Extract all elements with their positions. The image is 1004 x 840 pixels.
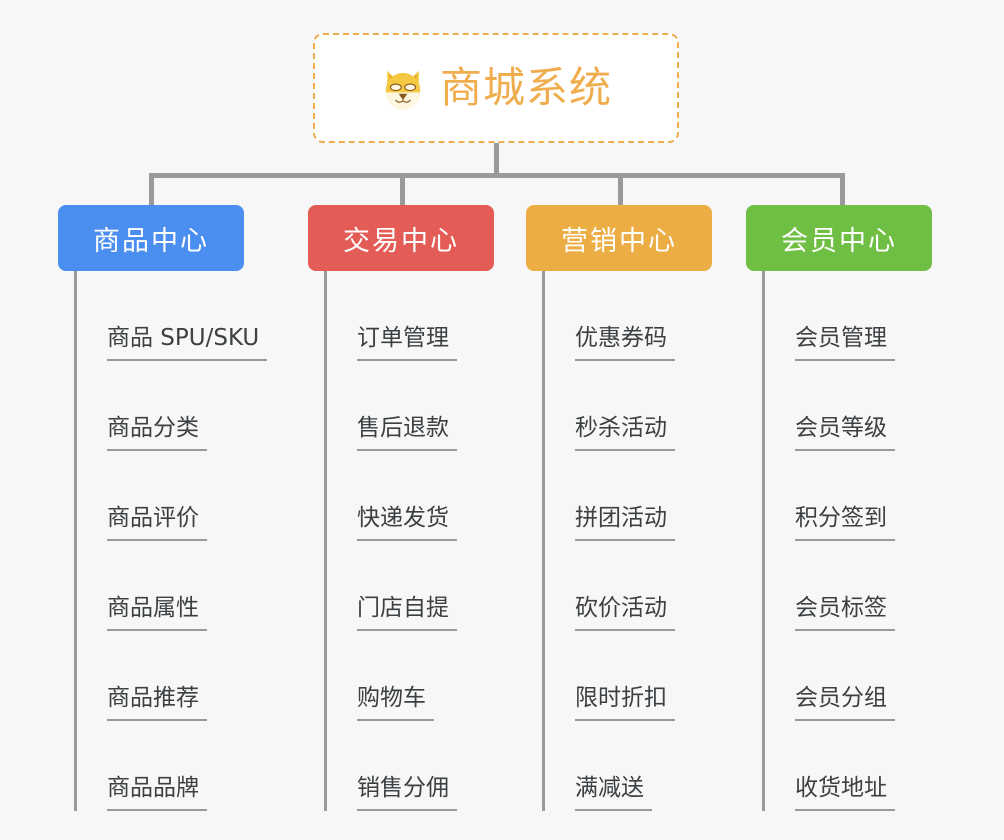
list-item-label: 拼团活动: [575, 504, 675, 541]
list-item[interactable]: 商品分类: [77, 361, 244, 451]
category-column-product: 商品中心 商品 SPU/SKU 商品分类 商品评价 商品属性 商品推荐 商品品牌: [58, 205, 268, 811]
list-item[interactable]: 收货地址: [765, 721, 932, 811]
list-item[interactable]: 会员管理: [765, 271, 932, 361]
list-item[interactable]: 售后退款: [327, 361, 494, 451]
category-items-member: 会员管理 会员等级 积分签到 会员标签 会员分组 收货地址: [762, 271, 932, 811]
list-item-label: 会员分组: [795, 684, 895, 721]
list-item-label: 售后退款: [357, 414, 457, 451]
list-item-label: 商品分类: [107, 414, 207, 451]
list-item-label: 会员等级: [795, 414, 895, 451]
list-item-label: 快递发货: [357, 504, 457, 541]
list-item-label: 商品品牌: [107, 774, 207, 811]
shiba-dog-face-icon: [380, 65, 426, 111]
connector-drop-3: [618, 173, 623, 207]
list-item-label: 优惠券码: [575, 324, 675, 361]
connector-drop-1: [149, 173, 154, 207]
list-item[interactable]: 优惠券码: [545, 271, 712, 361]
list-item-label: 限时折扣: [575, 684, 675, 721]
root-node-shop-system[interactable]: 商城系统: [313, 33, 679, 143]
list-item-label: 秒杀活动: [575, 414, 675, 451]
connector-drop-4: [840, 173, 845, 207]
list-item-label: 销售分佣: [357, 774, 457, 811]
list-item[interactable]: 会员分组: [765, 631, 932, 721]
list-item[interactable]: 限时折扣: [545, 631, 712, 721]
list-item[interactable]: 门店自提: [327, 541, 494, 631]
connector-horizontal-bus: [149, 173, 845, 178]
category-header-trade[interactable]: 交易中心: [308, 205, 494, 271]
connector-root-stem: [494, 143, 499, 177]
list-item[interactable]: 秒杀活动: [545, 361, 712, 451]
list-item-label: 订单管理: [357, 324, 457, 361]
category-column-trade: 交易中心 订单管理 售后退款 快递发货 门店自提 购物车 销售分佣: [308, 205, 494, 811]
list-item[interactable]: 拼团活动: [545, 451, 712, 541]
list-item[interactable]: 快递发货: [327, 451, 494, 541]
list-item[interactable]: 满减送: [545, 721, 712, 811]
list-item-label: 会员标签: [795, 594, 895, 631]
list-item-label: 收货地址: [795, 774, 895, 811]
category-items-trade: 订单管理 售后退款 快递发货 门店自提 购物车 销售分佣: [324, 271, 494, 811]
category-items-product: 商品 SPU/SKU 商品分类 商品评价 商品属性 商品推荐 商品品牌: [74, 271, 268, 811]
list-item[interactable]: 商品 SPU/SKU: [77, 271, 268, 361]
list-item[interactable]: 商品属性: [77, 541, 244, 631]
list-item-label: 会员管理: [795, 324, 895, 361]
list-item[interactable]: 商品推荐: [77, 631, 244, 721]
list-item[interactable]: 会员等级: [765, 361, 932, 451]
list-item-label: 门店自提: [357, 594, 457, 631]
connector-drop-2: [400, 173, 405, 207]
list-item[interactable]: 会员标签: [765, 541, 932, 631]
list-item-label: 积分签到: [795, 504, 895, 541]
list-item-label: 商品评价: [107, 504, 207, 541]
category-column-marketing: 营销中心 优惠券码 秒杀活动 拼团活动 砍价活动 限时折扣 满减送: [526, 205, 712, 811]
list-item[interactable]: 商品品牌: [77, 721, 244, 811]
category-items-marketing: 优惠券码 秒杀活动 拼团活动 砍价活动 限时折扣 满减送: [542, 271, 712, 811]
category-header-product[interactable]: 商品中心: [58, 205, 244, 271]
list-item[interactable]: 砍价活动: [545, 541, 712, 631]
list-item-label: 砍价活动: [575, 594, 675, 631]
list-item-label: 购物车: [357, 684, 434, 721]
list-item-label: 商品 SPU/SKU: [107, 324, 268, 361]
category-column-member: 会员中心 会员管理 会员等级 积分签到 会员标签 会员分组 收货地址: [746, 205, 932, 811]
list-item-label: 商品属性: [107, 594, 207, 631]
list-item-label: 满减送: [575, 774, 652, 811]
list-item[interactable]: 购物车: [327, 631, 494, 721]
list-item[interactable]: 积分签到: [765, 451, 932, 541]
list-item[interactable]: 商品评价: [77, 451, 244, 541]
list-item[interactable]: 订单管理: [327, 271, 494, 361]
list-item[interactable]: 销售分佣: [327, 721, 494, 811]
category-header-marketing[interactable]: 营销中心: [526, 205, 712, 271]
root-node-title: 商城系统: [439, 63, 612, 112]
category-header-member[interactable]: 会员中心: [746, 205, 932, 271]
list-item-label: 商品推荐: [107, 684, 207, 721]
